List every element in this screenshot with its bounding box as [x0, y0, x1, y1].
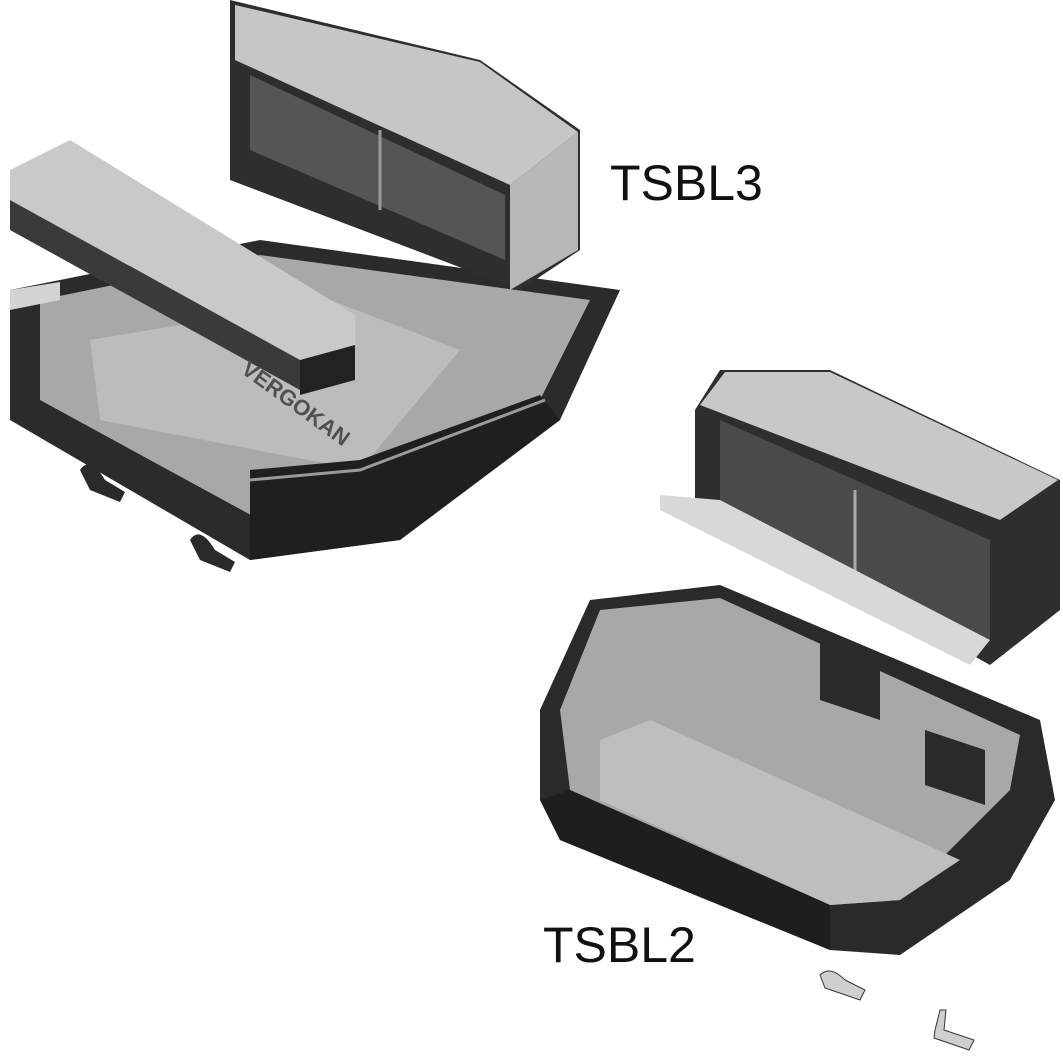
tsbl2-front-wall — [540, 790, 830, 950]
tsbl3-rim — [10, 282, 60, 310]
tsbl3-socket-openings — [250, 75, 505, 260]
product-label-tsbl2: TSBL2 — [543, 917, 696, 973]
tsbl3-front-wall — [250, 395, 560, 560]
tsbl3-left-cover — [10, 140, 355, 360]
tsbl3-left-cover-end — [300, 345, 355, 395]
product-label-tsbl3: TSBL3 — [610, 155, 763, 211]
clip-icon — [190, 534, 235, 572]
tsbl3-cover-end — [510, 132, 578, 290]
tsbl3-floor-plate — [90, 300, 460, 470]
tsbl3-left-cover-side — [10, 200, 300, 390]
tsbl2-floor-plate — [600, 720, 960, 905]
tsbl3-box: VERGOKAN — [10, 0, 620, 572]
tsbl2-cover-flange — [660, 495, 990, 665]
tsbl3-top-cover — [235, 5, 578, 185]
clip-icon — [819, 970, 866, 1001]
clip-icon — [80, 464, 125, 502]
clip-icon — [933, 1009, 975, 1051]
tsbl3-rim-edge — [249, 398, 546, 482]
tsbl2-box — [540, 370, 1060, 1051]
tsbl2-mount-post — [925, 730, 985, 805]
tsbl2-cover-top — [700, 372, 1058, 520]
tsbl2-mount-post — [820, 640, 880, 720]
